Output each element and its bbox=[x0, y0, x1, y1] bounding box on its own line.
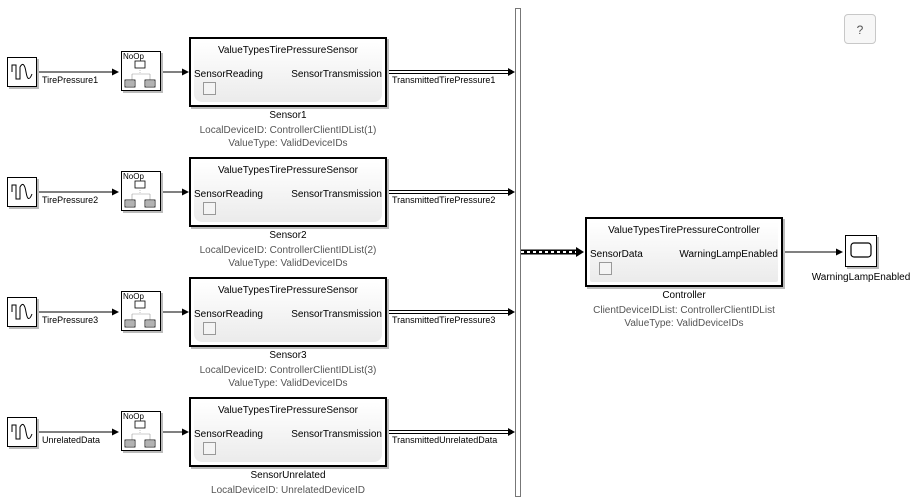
source-signal-label: TirePressure2 bbox=[42, 195, 99, 205]
sensor-output-port-label: SensorTransmission bbox=[291, 429, 382, 440]
scope-block[interactable] bbox=[845, 235, 877, 267]
sensor-param: LocalDeviceID: UnrelatedDeviceID bbox=[211, 485, 365, 496]
controller-param-value-type: ValueType: ValidDeviceIDs bbox=[624, 318, 744, 329]
sensor-model-name: ValueTypesTirePressureSensor bbox=[217, 405, 359, 416]
sine-wave-icon bbox=[11, 303, 33, 320]
sensor-model-reference[interactable]: ValueTypesTirePressureSensor SensorReadi… bbox=[189, 397, 387, 467]
model-reference-icon bbox=[599, 262, 612, 275]
signal-source-block[interactable] bbox=[7, 57, 37, 87]
sensor-block-name: Sensor3 bbox=[269, 350, 307, 361]
model-reference-icon bbox=[203, 202, 216, 215]
source-signal-label: TirePressure1 bbox=[42, 75, 99, 85]
sensor-input-port-label: SensorReading bbox=[194, 429, 263, 440]
output-signal-label: TransmittedTirePressure1 bbox=[392, 75, 496, 85]
sensor-model-reference[interactable]: ValueTypesTirePressureSensor SensorReadi… bbox=[189, 277, 387, 347]
noop-conversion-block[interactable]: NoOp bbox=[121, 171, 161, 211]
model-reference-icon bbox=[203, 442, 216, 455]
model-reference-icon bbox=[203, 82, 216, 95]
sensor-block-name: SensorUnrelated bbox=[250, 470, 326, 481]
signal-source-block[interactable] bbox=[7, 417, 37, 447]
sensor-model-name: ValueTypesTirePressureSensor bbox=[217, 45, 359, 56]
conversion-icon bbox=[124, 420, 156, 448]
sensor-input-port-label: SensorReading bbox=[194, 69, 263, 80]
conversion-icon bbox=[124, 60, 156, 88]
controller-model-name: ValueTypesTirePressureController bbox=[608, 225, 760, 236]
conversion-icon bbox=[124, 300, 156, 328]
sensor-block-name: Sensor2 bbox=[269, 230, 307, 241]
sensor-param: LocalDeviceID: ControllerClientIDList(3) bbox=[199, 365, 377, 376]
sensor-param: LocalDeviceID: ControllerClientIDList(1) bbox=[199, 125, 377, 136]
sensor-model-reference[interactable]: ValueTypesTirePressureSensor SensorReadi… bbox=[189, 157, 387, 227]
sensor-output-port-label: SensorTransmission bbox=[291, 189, 382, 200]
noop-conversion-block[interactable]: NoOp bbox=[121, 51, 161, 91]
noop-conversion-block[interactable]: NoOp bbox=[121, 291, 161, 331]
signal-source-block[interactable] bbox=[7, 297, 37, 327]
sensor-input-port-label: SensorReading bbox=[194, 309, 263, 320]
controller-input-port-label: SensorData bbox=[590, 249, 643, 260]
controller-model-reference[interactable]: ValueTypesTirePressureController SensorD… bbox=[585, 217, 783, 287]
noop-label: NoOp bbox=[123, 172, 144, 181]
controller-output-port-label: WarningLampEnabled bbox=[679, 249, 778, 260]
sensor-model-name: ValueTypesTirePressureSensor bbox=[217, 285, 359, 296]
controller-param-client-list: ClientDeviceIDList: ControllerClientIDLi… bbox=[593, 305, 775, 316]
sensor-param: LocalDeviceID: ControllerClientIDList(2) bbox=[199, 245, 377, 256]
sensor-input-port-label: SensorReading bbox=[194, 189, 263, 200]
sensor-block-name: Sensor1 bbox=[269, 110, 307, 121]
sensor-param: ValueType: ValidDeviceIDs bbox=[228, 258, 348, 269]
scope-display-icon bbox=[850, 242, 872, 258]
sensor-model-reference[interactable]: ValueTypesTirePressureSensor SensorReadi… bbox=[189, 37, 387, 107]
sine-wave-icon bbox=[11, 63, 33, 80]
noop-label: NoOp bbox=[123, 292, 144, 301]
sine-wave-icon bbox=[11, 183, 33, 200]
source-signal-label: UnrelatedData bbox=[42, 435, 101, 445]
noop-label: NoOp bbox=[123, 52, 144, 61]
sensor-model-name: ValueTypesTirePressureSensor bbox=[217, 165, 359, 176]
signal-source-block[interactable] bbox=[7, 177, 37, 207]
model-reference-icon bbox=[203, 322, 216, 335]
conversion-icon bbox=[124, 180, 156, 208]
sensor-param: ValueType: ValidDeviceIDs bbox=[228, 138, 348, 149]
source-signal-label: TirePressure3 bbox=[42, 315, 99, 325]
noop-label: NoOp bbox=[123, 412, 144, 421]
sensor-output-port-label: SensorTransmission bbox=[291, 69, 382, 80]
help-button[interactable]: ? bbox=[844, 14, 876, 44]
output-signal-label: TransmittedTirePressure2 bbox=[392, 195, 496, 205]
scope-block-name: WarningLampEnabled bbox=[811, 272, 911, 283]
sensor-output-port-label: SensorTransmission bbox=[291, 309, 382, 320]
noop-conversion-block[interactable]: NoOp bbox=[121, 411, 161, 451]
controller-block-name: Controller bbox=[662, 290, 706, 301]
bus-creator-block[interactable] bbox=[515, 8, 521, 497]
output-signal-label: TransmittedTirePressure3 bbox=[392, 315, 496, 325]
sensor-param: ValueType: ValidDeviceIDs bbox=[228, 378, 348, 389]
sine-wave-icon bbox=[11, 423, 33, 440]
output-signal-label: TransmittedUnrelatedData bbox=[392, 435, 498, 445]
